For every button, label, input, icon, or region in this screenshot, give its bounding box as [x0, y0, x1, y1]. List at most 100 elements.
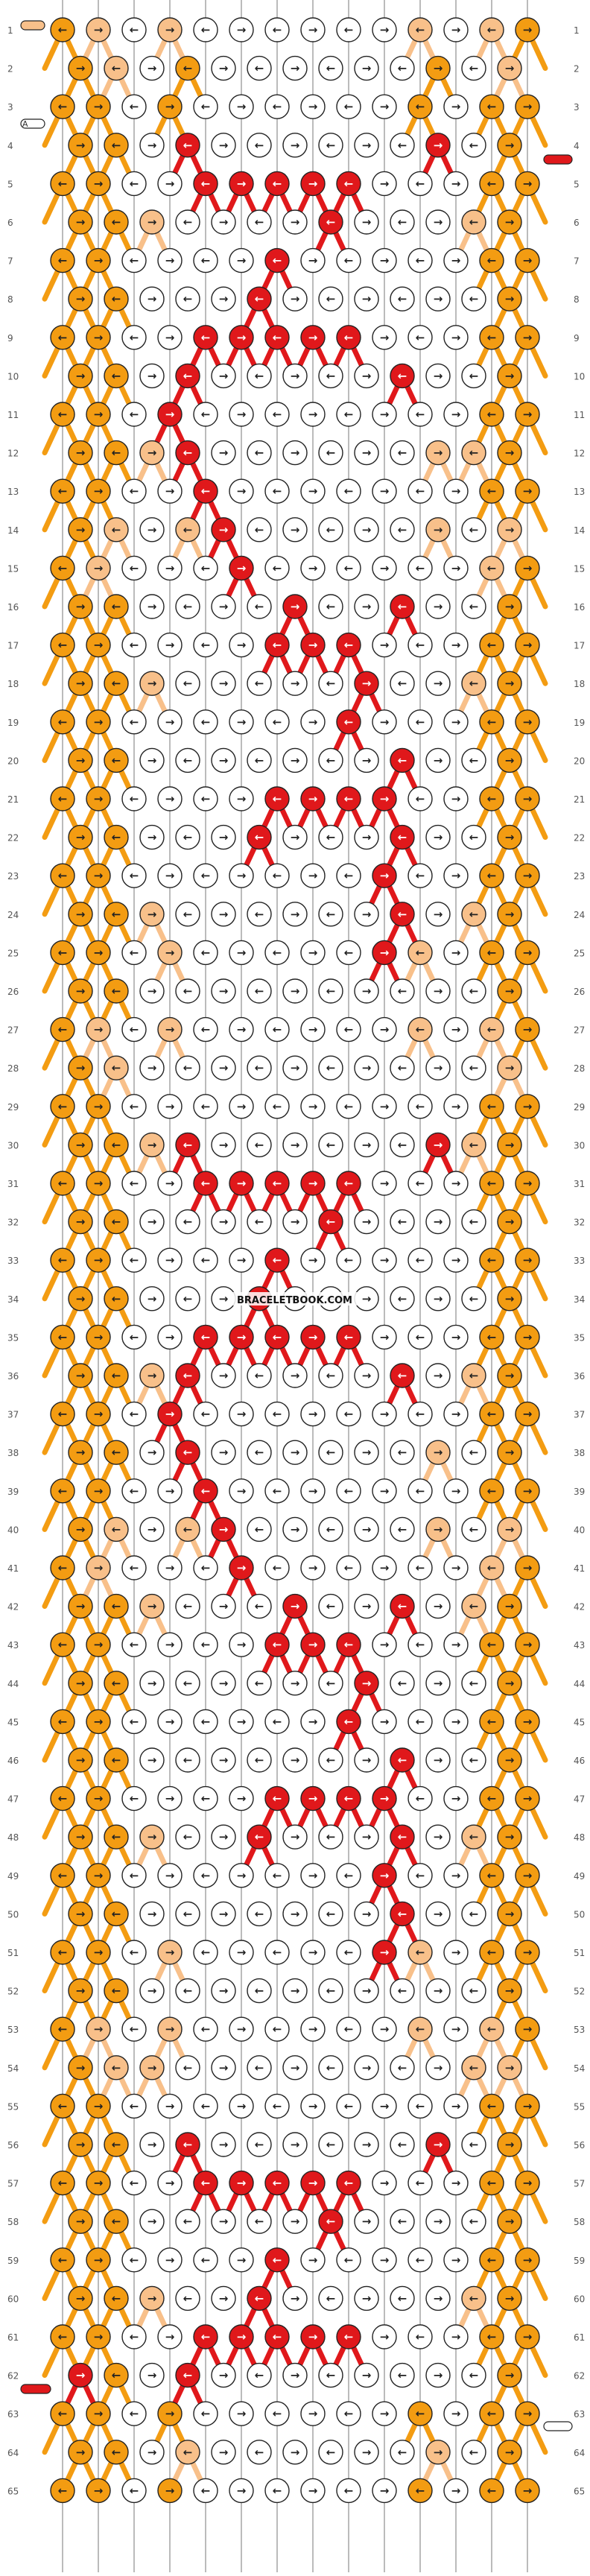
- knot: →: [211, 133, 236, 158]
- arrow-right-icon: →: [362, 600, 372, 613]
- arrow-right-icon: →: [523, 1408, 533, 1421]
- arrow-left-icon: ←: [201, 2253, 211, 2267]
- knot: →: [211, 1132, 236, 1158]
- arrow-left-icon: ←: [183, 1215, 193, 1229]
- knot: →: [68, 594, 93, 619]
- arrow-left-icon: ←: [58, 2407, 68, 2420]
- arrow-left-icon: ←: [255, 1215, 264, 1229]
- knot-circle: [515, 17, 540, 42]
- knot: ←: [104, 2209, 129, 2234]
- knot: →: [157, 17, 183, 42]
- arrow-left-icon: ←: [112, 1830, 121, 1844]
- knot-circle: [354, 209, 379, 235]
- knot: ←: [318, 2440, 343, 2465]
- knot: ←: [390, 1593, 415, 1619]
- arrow-left-icon: ←: [469, 1907, 479, 1920]
- arrow-right-icon: →: [505, 2215, 515, 2228]
- arrow-left-icon: ←: [255, 2138, 264, 2151]
- knot: →: [157, 2170, 183, 2196]
- knot: →: [354, 1055, 379, 1080]
- arrow-right-icon: →: [380, 1484, 390, 1498]
- knot: →: [211, 1824, 236, 1849]
- knot: ←: [175, 1824, 200, 1849]
- knot: ←: [247, 209, 272, 235]
- knot: →: [86, 1478, 111, 1504]
- knot: ←: [318, 824, 343, 850]
- knot-circle: [139, 209, 165, 235]
- knot: →: [497, 2132, 522, 2157]
- knot: →: [425, 209, 451, 235]
- arrow-right-icon: →: [148, 1984, 157, 1998]
- arrow-right-icon: →: [291, 1446, 300, 1459]
- arrow-left-icon: ←: [416, 1946, 425, 1959]
- arrow-right-icon: →: [237, 1715, 247, 1728]
- arrow-right-icon: →: [523, 2330, 533, 2344]
- knot: ←: [104, 824, 129, 850]
- knot-circle: [104, 133, 129, 158]
- knot: ←: [318, 1593, 343, 1619]
- arrow-left-icon: ←: [326, 1138, 336, 1151]
- arrow-left-icon: ←: [183, 2138, 193, 2151]
- arrow-left-icon: ←: [112, 2215, 121, 2228]
- knot: ←: [121, 555, 147, 581]
- knot: ←: [479, 1094, 504, 1119]
- knot-circle: [282, 209, 308, 235]
- knot: →: [425, 1209, 451, 1235]
- knot: →: [157, 2093, 183, 2119]
- knot: ←: [50, 1401, 75, 1427]
- arrow-left-icon: ←: [201, 1253, 211, 1267]
- arrow-left-icon: ←: [326, 908, 336, 921]
- arrow-left-icon: ←: [398, 446, 407, 460]
- knot: →: [300, 402, 326, 427]
- arrow-left-icon: ←: [487, 1792, 497, 1806]
- arrow-left-icon: ←: [398, 523, 407, 537]
- knot: →: [229, 171, 254, 197]
- row-number-right: 62: [574, 2371, 585, 2382]
- arrow-right-icon: →: [76, 1292, 86, 1306]
- arrow-right-icon: →: [165, 2177, 175, 2190]
- knot: ←: [264, 2247, 290, 2273]
- arrow-right-icon: →: [291, 2369, 300, 2382]
- knot: →: [372, 1555, 397, 1580]
- knot-circle: [121, 17, 147, 42]
- knot: ←: [193, 1863, 218, 1888]
- arrow-right-icon: →: [219, 1600, 229, 1613]
- arrow-right-icon: →: [94, 2022, 104, 2036]
- arrow-left-icon: ←: [58, 792, 68, 806]
- arrow-right-icon: →: [380, 1869, 390, 1882]
- knot: ←: [461, 1440, 486, 1465]
- arrow-right-icon: →: [219, 1522, 229, 1536]
- arrow-right-icon: →: [308, 254, 318, 268]
- arrow-left-icon: ←: [416, 331, 425, 344]
- knot: ←: [390, 440, 415, 466]
- arrow-right-icon: →: [380, 484, 390, 498]
- knot: →: [139, 1747, 165, 1773]
- knot: →: [354, 363, 379, 389]
- arrow-right-icon: →: [505, 1369, 515, 1382]
- knot: ←: [175, 209, 200, 235]
- arrow-left-icon: ←: [255, 1138, 264, 1151]
- knot: ←: [318, 978, 343, 1004]
- knot: →: [443, 402, 469, 427]
- knot: →: [354, 1824, 379, 1849]
- arrow-left-icon: ←: [112, 1907, 121, 1920]
- knot: →: [211, 2362, 236, 2388]
- arrow-left-icon: ←: [112, 2291, 121, 2305]
- knot: ←: [461, 1286, 486, 1311]
- knot: →: [425, 1286, 451, 1311]
- arrow-left-icon: ←: [416, 792, 425, 806]
- arrow-right-icon: →: [94, 1253, 104, 1267]
- knot: →: [372, 94, 397, 119]
- knot: →: [282, 1132, 308, 1158]
- knot: →: [68, 209, 93, 235]
- arrow-left-icon: ←: [255, 1369, 264, 1382]
- arrow-right-icon: →: [434, 2446, 443, 2459]
- arrow-left-icon: ←: [487, 792, 497, 806]
- knot: ←: [318, 2362, 343, 2388]
- knot-circle: [229, 171, 254, 197]
- knot: →: [497, 209, 522, 235]
- arrow-right-icon: →: [308, 1023, 318, 1037]
- knot: →: [157, 1171, 183, 1196]
- knot: →: [354, 2362, 379, 2388]
- knot: ←: [193, 2478, 218, 2504]
